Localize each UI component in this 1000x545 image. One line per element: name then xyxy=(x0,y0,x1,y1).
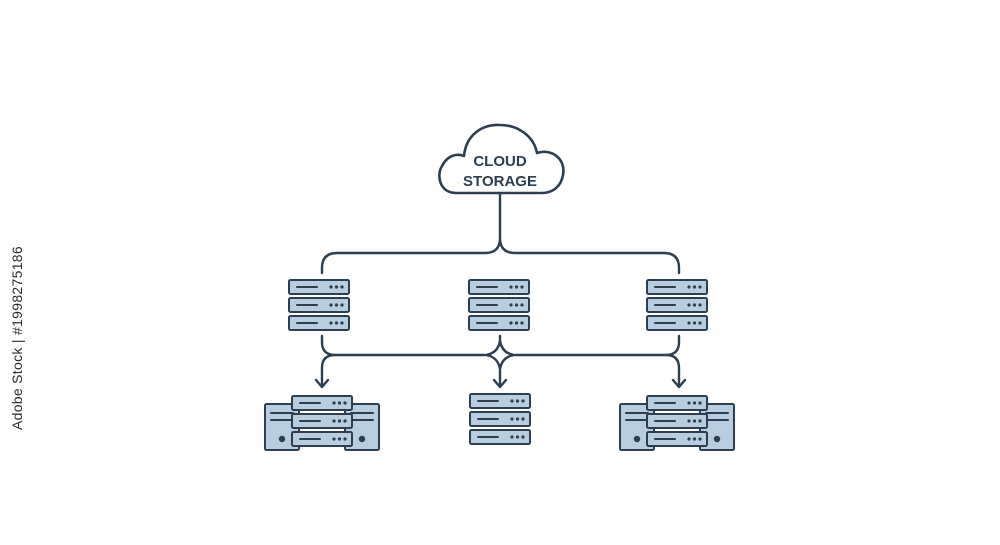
server-cluster-icon xyxy=(265,396,379,450)
cloud-icon: CLOUD STORAGE xyxy=(438,123,565,195)
distribution-down-line xyxy=(320,353,681,388)
cloud-trunk-line xyxy=(320,192,681,275)
server-rack-icon xyxy=(289,280,349,330)
server-rack-icon xyxy=(469,280,529,330)
cloud-label-line-2: STORAGE xyxy=(463,173,537,190)
server-rack-icon xyxy=(647,280,707,330)
cloud-label-line-1: CLOUD xyxy=(473,153,526,170)
arrowhead-center-icon xyxy=(492,378,508,389)
server-cluster-icon xyxy=(620,396,734,450)
arrowhead-left-icon xyxy=(314,378,330,389)
stock-watermark: Adobe Stock | #1998275186 xyxy=(9,246,25,430)
server-rack-icon xyxy=(470,394,530,444)
arrowhead-right-icon xyxy=(671,378,687,389)
connector-lines xyxy=(314,192,687,389)
star-junction-icon xyxy=(484,339,516,371)
